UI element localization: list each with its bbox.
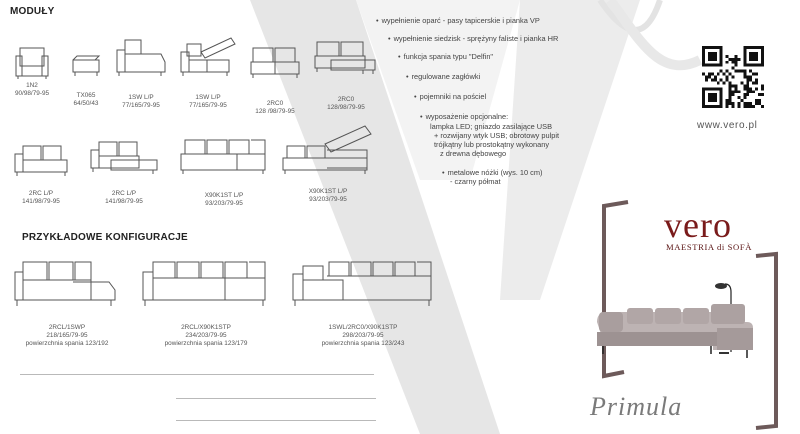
sofa-arm-bed-drawing	[90, 141, 158, 174]
feature-subtext: z drewna dębowego	[440, 149, 507, 158]
config-sleeping-area: powierzchnia spania 123/179	[164, 340, 248, 347]
feature-item: •wyposażenie opcjonalne:	[420, 112, 508, 121]
website-link[interactable]: www.vero.pl	[697, 120, 758, 131]
sofa-bed-drawing	[314, 41, 376, 74]
bullet-icon: •	[420, 112, 423, 121]
feature-text: pojemniki na pościel	[419, 92, 487, 101]
config-sleeping-area: powierzchnia spania 123/243	[321, 340, 405, 347]
feature-subtext: lampka LED; gniazdo zasilające USB	[430, 122, 553, 131]
feature-subtext: + rozwijany wtyk USB; obrotowy pulpit	[434, 131, 560, 140]
config-drawing	[292, 261, 432, 306]
note-line	[176, 420, 376, 421]
module-dims: 64/50/43	[73, 100, 99, 107]
feature-text: metalowe nóżki (wys. 10 cm)	[447, 168, 543, 177]
module-1sw: 1SW L/P 77/165/79-95	[112, 36, 170, 110]
feature-item: •wypełnienie siedzisk - sprężyny faliste…	[388, 34, 558, 43]
config-drawing	[142, 261, 266, 306]
module-name: 1SW L/P	[128, 94, 154, 101]
module-name: X90K1ST L/P	[308, 188, 348, 195]
config-dims: 234/203/79-95	[185, 332, 227, 339]
corner-sofa-open-drawing	[282, 125, 372, 174]
bullet-icon: •	[388, 34, 391, 43]
module-name: 1N2	[26, 82, 38, 89]
module-dims: 90/98/79-95	[14, 90, 50, 97]
config-2rcl-x90k1stp: 2RCL/X90K1STP 234/203/79-95 powierzchnia…	[138, 256, 274, 348]
module-name: 2RC0	[337, 96, 355, 103]
feature-subtext: - czarny półmat	[450, 177, 501, 186]
feature-item: •regulowane zagłówki	[406, 72, 480, 81]
feature-item: •funkcja spania typu "Delfin"	[398, 52, 493, 61]
feature-item: •pojemniki na pościel	[414, 92, 486, 101]
bullet-icon: •	[414, 92, 417, 101]
chaise-open-drawing	[180, 37, 236, 76]
module-dims: 93/203/79-95	[205, 200, 243, 207]
module-name: 2RC L/P	[28, 190, 54, 197]
feature-item: •metalowe nóżki (wys. 10 cm)	[442, 168, 542, 177]
module-name: 2RC0	[266, 100, 284, 107]
module-dims: 77/165/79-95	[189, 102, 227, 109]
bullet-icon: •	[442, 168, 445, 177]
configurations-heading: PRZYKŁADOWE KONFIGURACJE	[22, 232, 188, 243]
product-name: Primula	[590, 392, 683, 421]
module-dims: 128/98/79-95	[327, 104, 365, 111]
config-name: 1SWL/2RC0/X90K1STP	[328, 324, 398, 331]
sofa-arm-drawing	[14, 145, 68, 176]
config-sleeping-area: powierzchnia spania 123/192	[25, 340, 109, 347]
module-name: TX065	[76, 92, 96, 99]
bullet-icon: •	[398, 52, 401, 61]
module-dims: 93/203/79-95	[309, 196, 347, 203]
module-x90k1st: X90K1ST L/P 93/203/79-95	[176, 132, 272, 208]
feature-subtext: trójkątny lub prostokątny wykonany	[434, 140, 550, 149]
module-dims: 128 /98/79-95	[255, 108, 295, 115]
config-1swl-2rc0-x90k1stp: 1SWL/2RC0/X90K1STP 298/203/79-95 powierz…	[288, 256, 438, 348]
module-tx065: TX065 64/50/43	[66, 52, 106, 108]
brand-tagline: MAESTRIA di SOFÀ	[666, 242, 753, 252]
module-2rc-open: 2RC L/P 141/98/79-95	[86, 138, 162, 206]
config-name: 2RCL/X90K1STP	[181, 324, 231, 331]
armchair-drawing	[15, 47, 49, 79]
qr-code-icon[interactable]	[702, 46, 764, 108]
config-name: 2RCL/1SWP	[48, 324, 86, 331]
module-name: 1SW L/P	[195, 94, 221, 101]
feature-text: regulowane zagłówki	[411, 72, 481, 81]
corner-sofa-drawing	[180, 139, 266, 174]
footstool-drawing	[72, 55, 101, 76]
sofa-drawing	[250, 47, 300, 78]
chaise-drawing	[116, 39, 166, 76]
module-name: 2RC L/P	[111, 190, 137, 197]
bullet-icon: •	[376, 16, 379, 25]
module-2rc0: 2RC0 128 /98/79-95	[246, 42, 304, 116]
brand-logo: vero	[664, 205, 732, 245]
config-2rcl-1swp: 2RCL/1SWP 218/165/79-95 powierzchnia spa…	[10, 258, 124, 348]
config-dims: 218/165/79-95	[46, 332, 88, 339]
feature-text: wypełnienie siedzisk - sprężyny faliste …	[393, 34, 559, 43]
sofa-product-photo	[597, 283, 753, 358]
feature-text: wypełnienie oparć - pasy tapicerskie i p…	[381, 16, 540, 25]
note-line	[176, 398, 376, 399]
feature-item: •wypełnienie oparć - pasy tapicerskie i …	[376, 16, 540, 25]
modules-heading: MODUŁY	[10, 6, 55, 17]
module-1sw-open: 1SW L/P 77/165/79-95	[176, 30, 240, 110]
module-2rc0-open: 2RC0 128/98/79-95	[310, 38, 382, 112]
module-x90k1st-open: X90K1ST L/P 93/203/79-95	[278, 120, 378, 204]
config-dims: 298/203/79-95	[342, 332, 384, 339]
module-2rc: 2RC L/P 141/98/79-95	[10, 142, 72, 206]
module-dims: 141/98/79-95	[22, 198, 60, 205]
feature-text: wyposażenie opcjonalne:	[425, 112, 509, 121]
module-dims: 141/98/79-95	[105, 198, 143, 205]
module-name: X90K1ST L/P	[204, 192, 244, 199]
module-dims: 77/165/79-95	[122, 102, 160, 109]
note-line	[20, 374, 374, 375]
brand-frame	[602, 200, 778, 430]
module-1n2: 1N2 90/98/79-95	[10, 42, 54, 98]
bullet-icon: •	[406, 72, 409, 81]
feature-text: funkcja spania typu "Delfin"	[403, 52, 494, 61]
config-drawing	[14, 261, 116, 306]
